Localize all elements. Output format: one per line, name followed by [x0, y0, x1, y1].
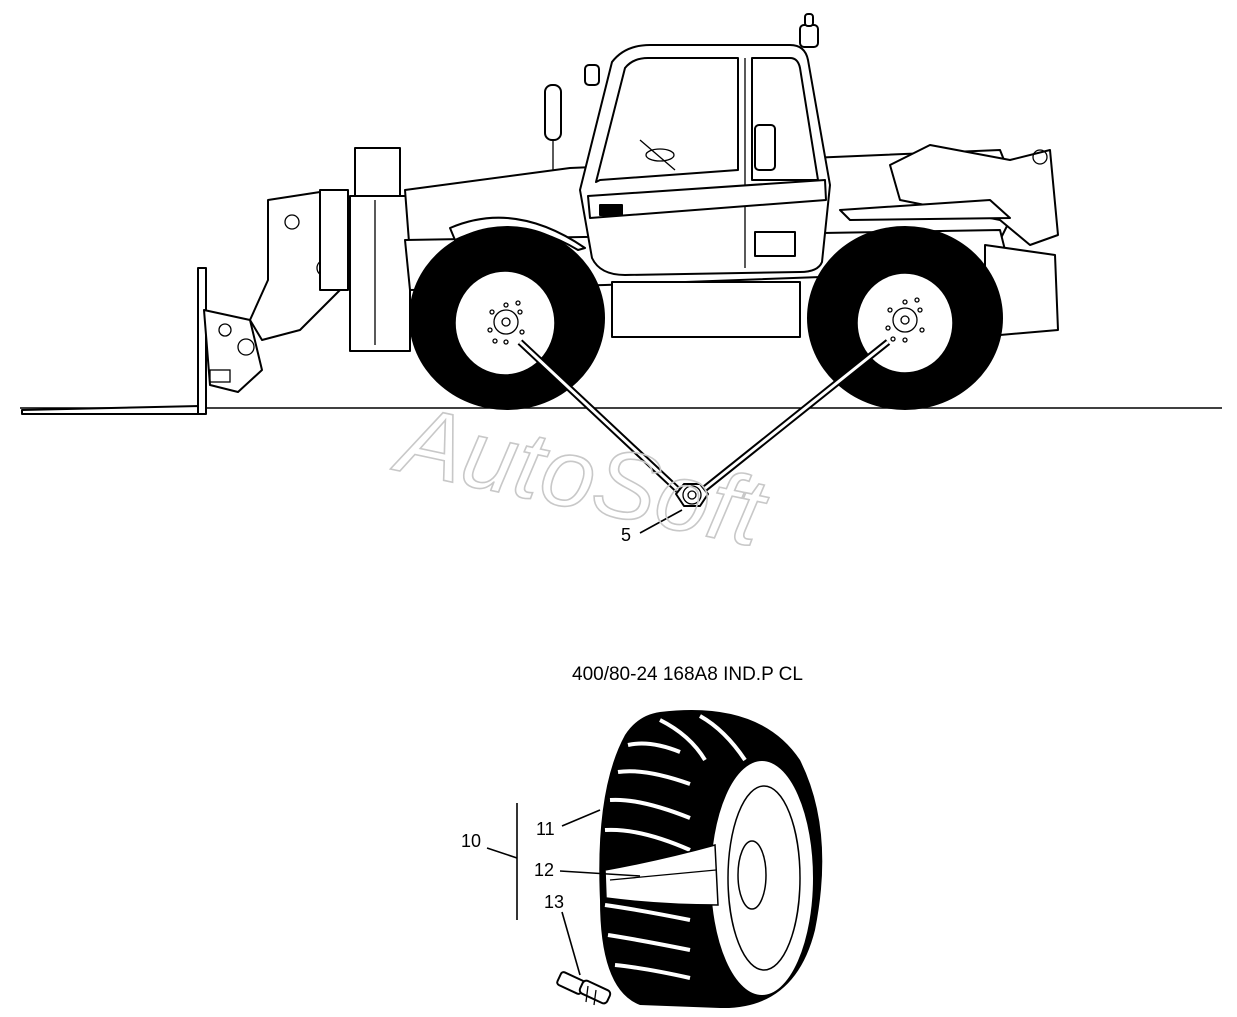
callout-10: 10	[461, 831, 481, 851]
boom	[249, 147, 411, 352]
leader-11	[561, 809, 601, 827]
tire-tread	[604, 714, 747, 980]
tire-spec-label: 400/80-24 168A8 IND.P CL	[572, 664, 803, 685]
leader-13	[561, 911, 581, 976]
cab	[544, 13, 831, 276]
telehandler	[21, 13, 1059, 415]
callout-11: 11	[536, 819, 555, 839]
front-wheel	[409, 226, 605, 410]
wheel-nut-leaders	[517, 339, 891, 493]
tire-wheel-assembly	[599, 710, 823, 1009]
watermark: AutoSoft	[386, 385, 777, 568]
leader-10	[486, 847, 518, 859]
wheel-nut	[675, 483, 709, 507]
fork-carriage	[21, 267, 263, 415]
valve-stem	[556, 971, 612, 1006]
leader-12	[559, 870, 641, 877]
callout-13: 13	[544, 892, 564, 912]
callout-12: 12	[534, 860, 554, 880]
callout-5: 5	[621, 525, 631, 545]
leader-5	[639, 509, 683, 534]
